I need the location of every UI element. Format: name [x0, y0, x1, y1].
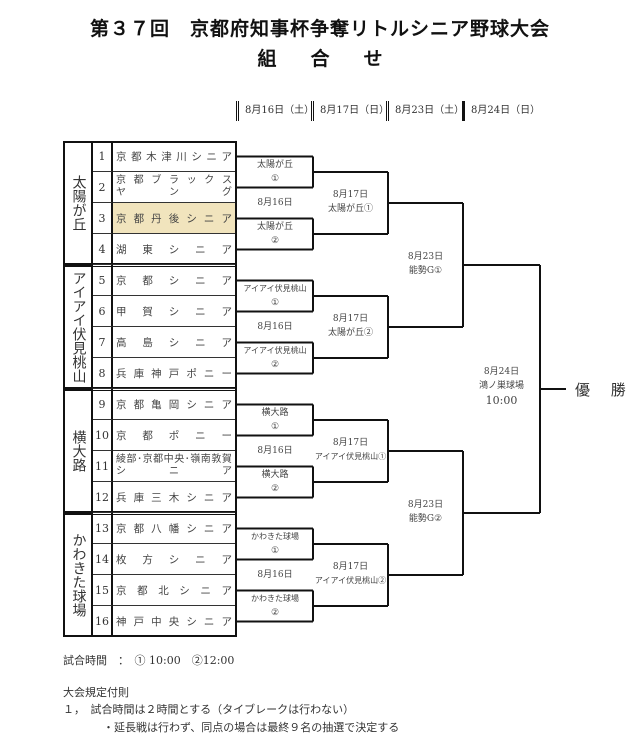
team-number: 5: [93, 265, 113, 296]
round1-venue: アイアイ伏見桃山: [243, 345, 307, 355]
team-number: 7: [93, 327, 113, 358]
date-final: 8月24日（日）: [462, 101, 540, 121]
date-semifinal: 8月23日（土）: [386, 101, 464, 121]
rules-heading: 大会規定付則: [63, 686, 129, 699]
round1-game-mark: ②: [270, 359, 280, 370]
rule-1-sub: ・延長戦は行わず、同点の場合は最終９名の抽選で決定する: [103, 721, 400, 734]
team-name-text: 湖東シニア: [116, 243, 232, 256]
team-name-text: 綾部･京都中央･嶺南敦賀: [116, 454, 232, 465]
rule-1: １， 試合時間は２時間とする（タイブレークは行わない）: [63, 703, 355, 716]
round1-game-mark: ①: [270, 545, 280, 556]
team-name-text: 兵庫神戸ポニー: [116, 367, 232, 380]
champion-label: 優 勝: [575, 381, 634, 399]
team-name-text: シニア: [116, 466, 232, 477]
round1-date: 8月16日: [257, 570, 293, 580]
team-number: 14: [93, 544, 113, 575]
date-round1: 8月16日（土）: [236, 101, 314, 121]
team-name-text: ヤング: [116, 187, 232, 198]
team-name: 京都丹後シニア: [113, 203, 237, 234]
round1-venue: 横大路: [261, 469, 289, 480]
team-number: 4: [93, 234, 113, 265]
round1-date: 8月16日: [257, 322, 293, 332]
page-title: 第３７回 京都府知事杯争奪リトルシニア野球大会: [89, 18, 550, 40]
round2-venue: 太陽が丘①: [327, 204, 373, 214]
round2-date: 8月17日: [332, 562, 369, 572]
team-name-text: 神戸中央シニア: [116, 615, 232, 628]
team-number: 11: [93, 451, 113, 482]
group-divider: [63, 263, 237, 267]
round1-game-mark: ②: [270, 483, 280, 494]
round2-date: 8月17日: [332, 190, 369, 200]
page-subtitle: 組合せ: [257, 48, 417, 70]
round1-date: 8月16日: [257, 446, 293, 456]
final-venue: 鴻ノ巣球場: [478, 381, 524, 391]
team-name-text: 甲賀シニア: [116, 305, 232, 318]
team-name-text: 枚方シニア: [116, 553, 232, 566]
date-round2: 8月17日（日）: [311, 101, 389, 121]
team-name-text: 京都ブラックス: [116, 175, 232, 186]
team-name-text: 高島シニア: [116, 336, 232, 349]
round1-game-mark: ②: [270, 235, 280, 246]
round2-venue: アイアイ伏見桃山①: [314, 452, 387, 461]
round2-date: 8月17日: [332, 438, 369, 448]
round1-venue: 横大路: [261, 407, 289, 418]
semifinal-venue: 能勢G②: [408, 514, 443, 524]
semifinal-date: 8月23日: [407, 252, 444, 262]
round2-venue: アイアイ伏見桃山②: [314, 576, 387, 585]
game-times: 試合時間 ： ① 10:00 ②12:00: [63, 654, 235, 667]
group-divider: [63, 387, 237, 391]
team-number: 9: [93, 389, 113, 420]
team-number: 8: [93, 358, 113, 389]
semifinal-venue: 能勢G①: [408, 266, 443, 276]
team-number: 10: [93, 420, 113, 451]
round1-venue: 太陽が丘: [256, 221, 293, 232]
round1-date: 8月16日: [257, 198, 293, 208]
team-name-text: 京都丹後シニア: [116, 212, 232, 225]
round1-game-mark: ①: [270, 173, 280, 184]
team-number: 12: [93, 482, 113, 513]
team-name-text: 京都亀岡シニア: [116, 398, 232, 411]
round2-date: 8月17日: [332, 314, 369, 324]
final-date: 8月24日: [483, 367, 520, 377]
team-name-text: 兵庫三木シニア: [116, 491, 232, 504]
team-number: 13: [93, 513, 113, 544]
round2-venue: 太陽が丘②: [327, 328, 373, 338]
team-name-text: 京都北シニア: [116, 584, 232, 597]
team-name-text: 京都シニア: [116, 274, 232, 287]
team-number: 6: [93, 296, 113, 327]
round1-game-mark: ①: [270, 297, 280, 308]
final-time: 10:00: [485, 394, 518, 407]
team-number: 15: [93, 575, 113, 606]
round1-venue: アイアイ伏見桃山: [243, 283, 307, 293]
round1-venue: かわきた球場: [251, 593, 299, 603]
team-name-text: 京都木津川シニア: [116, 150, 232, 163]
group-divider: [63, 511, 237, 515]
date-header: 8月16日（土） 8月17日（日） 8月23日（土） 8月24日（日）: [0, 101, 640, 121]
round1-game-mark: ②: [270, 607, 280, 618]
team-name: 京都ブラックスヤング: [113, 172, 237, 203]
team-number: 2: [93, 172, 113, 203]
team-name-text: 京都八幡シニア: [116, 522, 232, 535]
team-name-text: 京都ポニー: [116, 429, 232, 442]
team-number: 1: [93, 141, 113, 172]
team-number: 3: [93, 203, 113, 234]
round1-game-mark: ①: [270, 421, 280, 432]
round1-venue: 太陽が丘: [256, 159, 293, 170]
round1-venue: かわきた球場: [251, 531, 299, 541]
semifinal-date: 8月23日: [407, 500, 444, 510]
